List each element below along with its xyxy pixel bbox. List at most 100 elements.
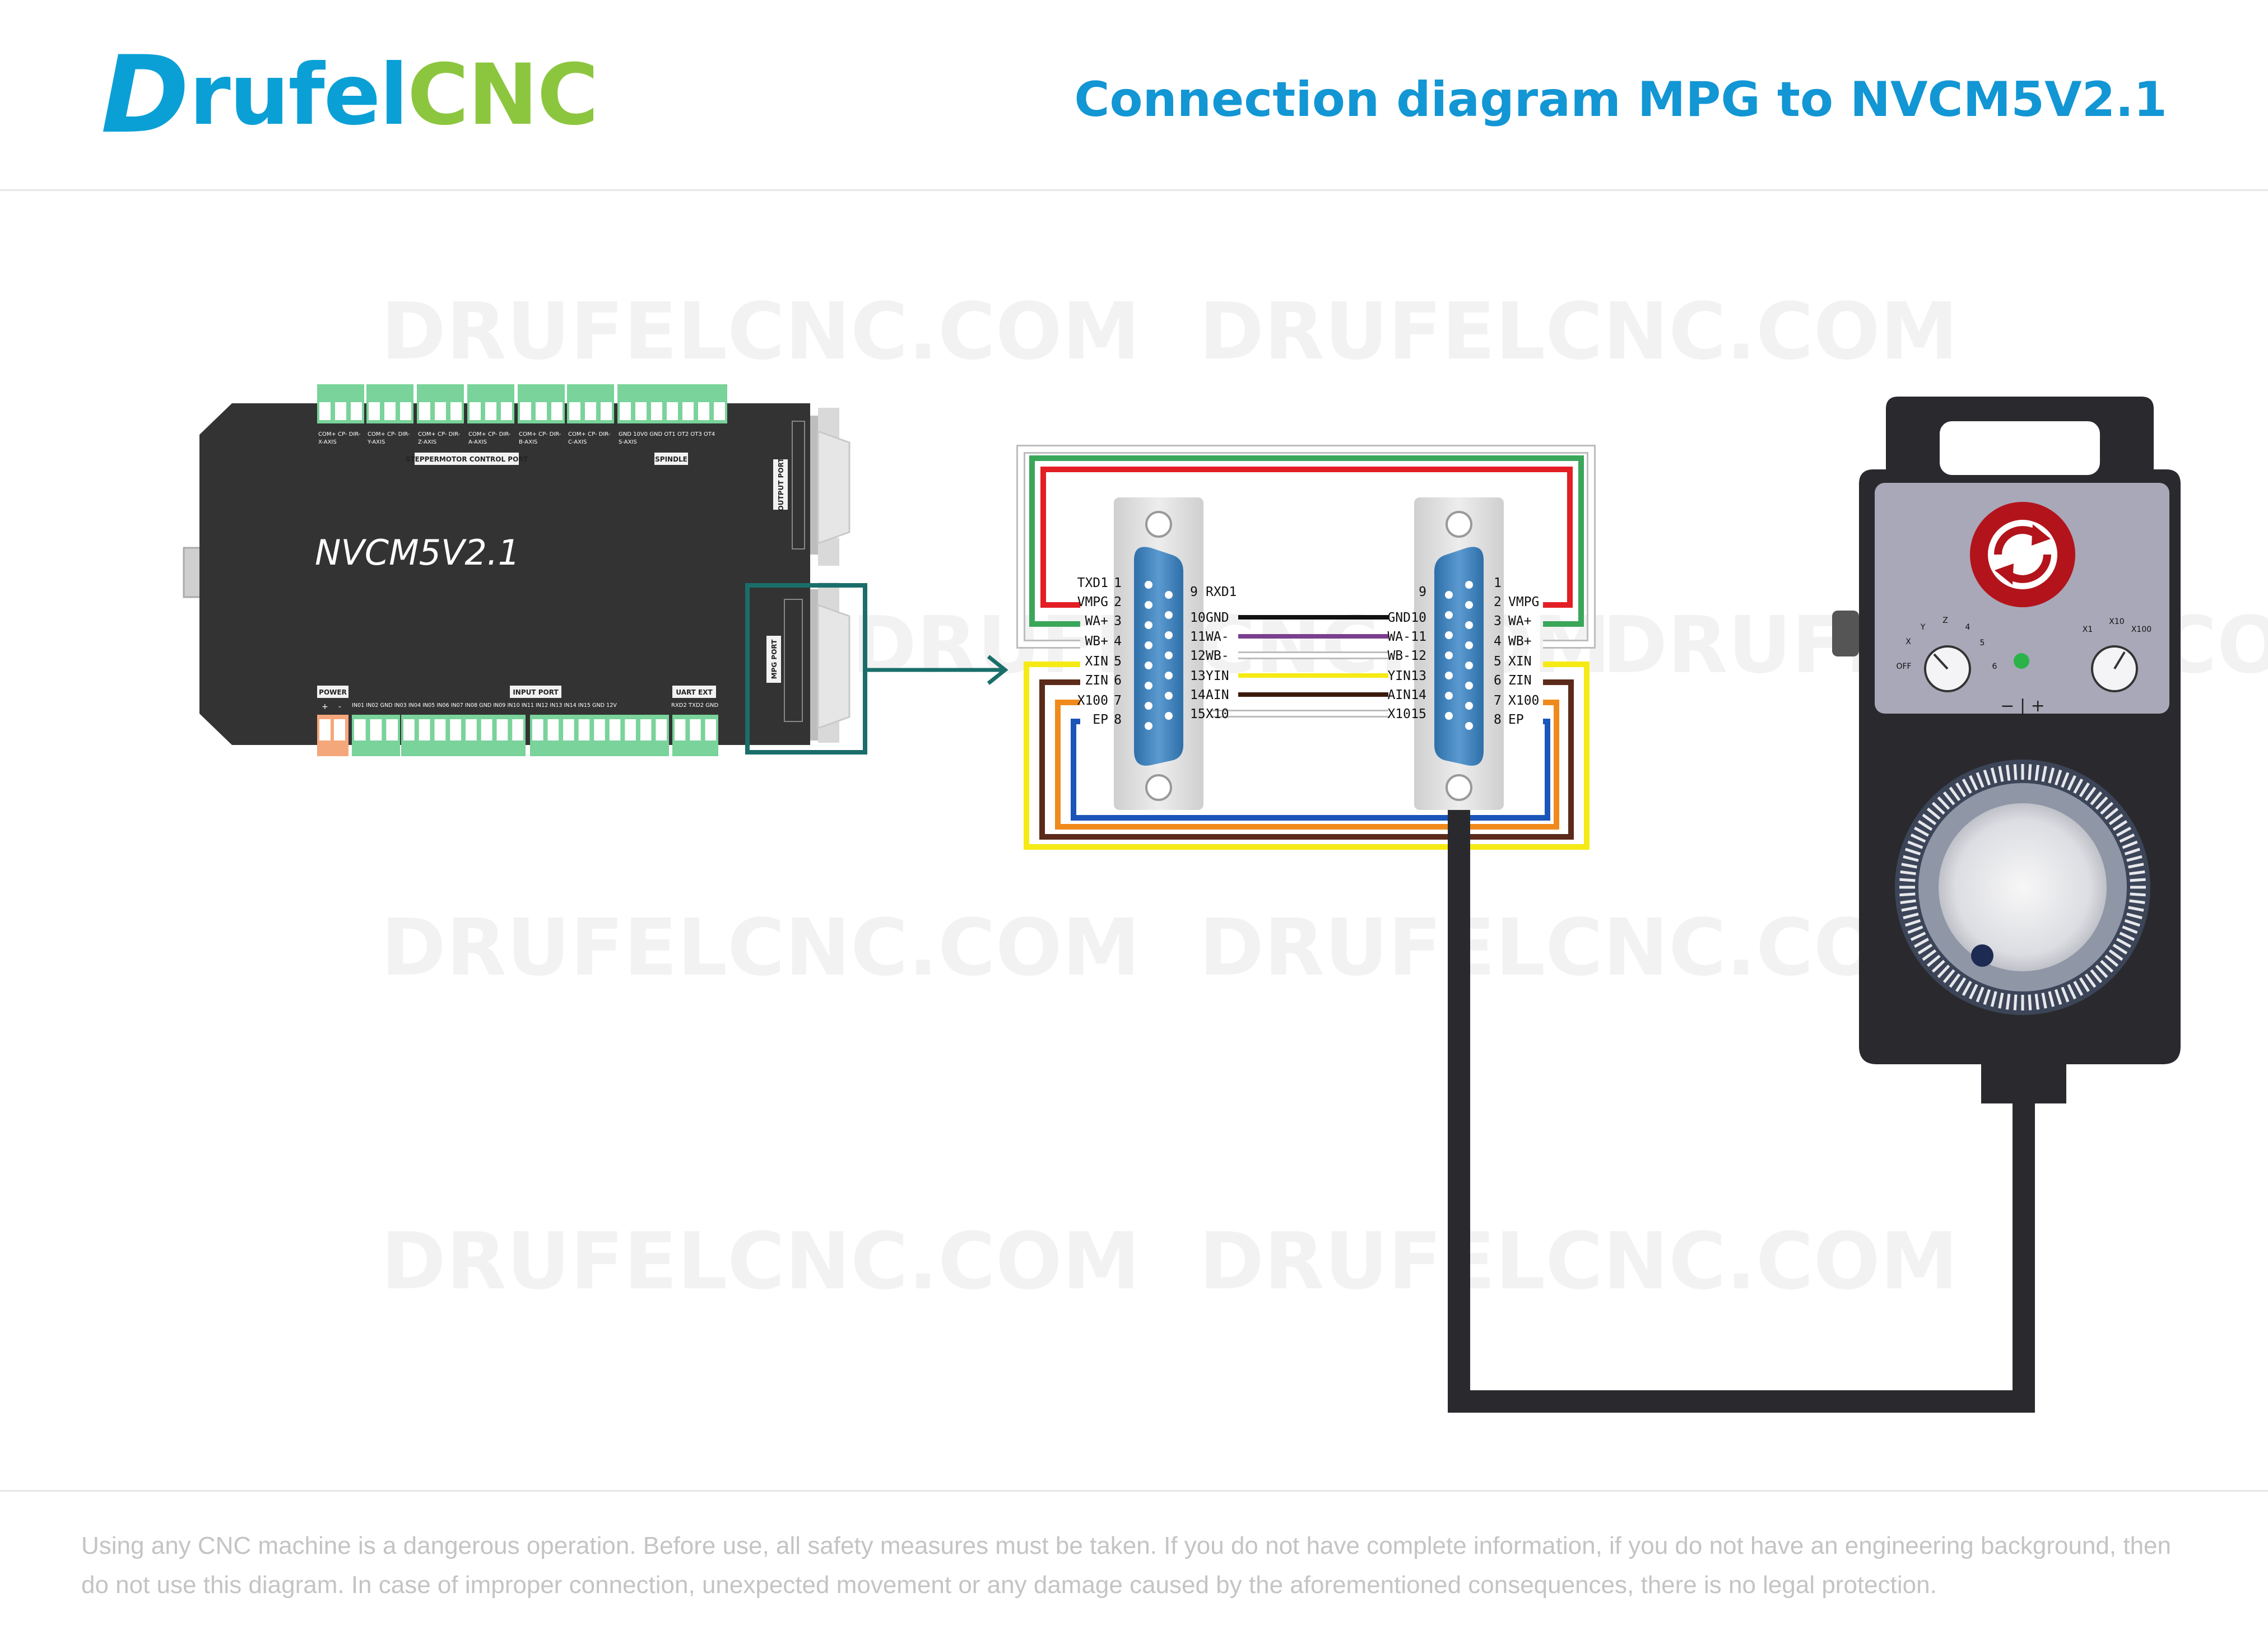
- terminal-screw-slot: [690, 719, 701, 741]
- axis-selector-label: 6: [1992, 662, 1997, 671]
- handwheel-tick: [2104, 954, 2119, 967]
- pin-name-label: ZIN: [1085, 673, 1108, 688]
- watermark-text: DRUFELCNC.COM: [1199, 1216, 1958, 1307]
- dsub-pin: [1465, 662, 1473, 669]
- pin-number-label: 9: [1190, 585, 1198, 599]
- handwheel-tick: [2048, 767, 2055, 784]
- handwheel-tick: [2034, 765, 2040, 781]
- wire-ep: [1071, 719, 1550, 821]
- terminal-screw-slot: [682, 402, 694, 420]
- handwheel-tick: [2119, 932, 2135, 941]
- handwheel-tick: [1922, 949, 1937, 961]
- handwheel-tick: [1900, 870, 1916, 875]
- step-selector-label: X100: [2131, 625, 2151, 634]
- estop-arrow-head: [2032, 524, 2051, 546]
- handwheel-tick: [2119, 833, 2135, 843]
- handwheel-tick: [2034, 994, 2040, 1010]
- handwheel-tick: [1926, 954, 1941, 967]
- handwheel-finger-dimple: [1971, 944, 1993, 967]
- dsub-pin: [1465, 702, 1473, 710]
- handwheel-tick: [2084, 786, 2097, 802]
- terminal-screw-slot: [386, 719, 398, 741]
- pin-number-label: 4: [1114, 634, 1122, 649]
- pin-number-label: 8: [1494, 712, 1502, 727]
- terminal-screw-slot: [569, 402, 580, 420]
- safety-warning: Using any CNC machine is a dangerous ope…: [81, 1532, 2171, 1599]
- dsub-pin: [1145, 601, 1152, 609]
- handwheel-tick: [1917, 820, 1933, 831]
- handwheel-tick: [1922, 813, 1937, 826]
- terminal-screw-slot: [435, 402, 446, 420]
- terminal-screw-slot: [675, 719, 686, 741]
- handwheel-tick: [2129, 870, 2145, 875]
- terminal-screw-slot: [547, 719, 559, 741]
- footer: Using any CNC machine is a dangerous ope…: [0, 1490, 2268, 1630]
- dsub-pin: [1465, 682, 1473, 690]
- pin-name-label: VMPG: [1077, 595, 1108, 609]
- output-port-dsub: [817, 430, 850, 545]
- dsub-pin: [1145, 581, 1152, 589]
- pin-name-label: XIN: [1508, 654, 1532, 669]
- terminal-screw-slot: [501, 402, 512, 420]
- handwheel-tick: [2061, 986, 2070, 1003]
- terminal-screw-slot: [466, 719, 477, 741]
- handwheel-tick: [2041, 766, 2047, 782]
- dsub-pin: [1465, 581, 1473, 589]
- terminal-screw-slot: [705, 719, 716, 741]
- handwheel-tick: [2116, 938, 2131, 948]
- dsub-pin: [1165, 631, 1173, 639]
- terminal-screw-slot: [400, 402, 411, 420]
- terminal-screw-slot: [370, 719, 382, 741]
- right-dsub-pins: [1445, 581, 1473, 730]
- stepper-port-label-box: [415, 453, 519, 465]
- terminal-screw-slot: [625, 719, 636, 741]
- handwheel[interactable]: [1939, 803, 2107, 971]
- axis-pin-label: COM+ CP- DIR-: [418, 431, 461, 437]
- pin-number-label: 5: [1494, 654, 1502, 669]
- handwheel-tick: [1976, 772, 1984, 788]
- handwheel-tick: [1907, 840, 1923, 849]
- handwheel-tick: [2128, 906, 2144, 912]
- terminal-screw-slot: [450, 402, 462, 420]
- handwheel-tick: [1914, 826, 1929, 837]
- pin-name-label: WB+: [1508, 634, 1532, 649]
- watermark-text: DRUFELCNC.COM: [1199, 902, 1958, 994]
- terminal-screw-slot: [384, 402, 396, 420]
- watermark-text: DRUFELCNC.COM: [381, 1216, 1140, 1307]
- handwheel-tick: [2013, 764, 2018, 780]
- pin-number-label: 15: [1411, 707, 1426, 721]
- terminal-screw-slot: [536, 402, 547, 420]
- pin-name-label: WB-: [1206, 649, 1229, 663]
- step-selector-pointer: [2113, 651, 2126, 670]
- pin-number-label: 7: [1494, 693, 1502, 708]
- axis-selector-label: 4: [1965, 623, 1970, 632]
- terminal-screw-slot: [594, 719, 605, 741]
- pin-name-label: YIN: [1206, 669, 1229, 683]
- pendant-side-button[interactable]: [1832, 611, 1859, 656]
- handwheel-tick: [1937, 796, 1950, 810]
- terminal-screw-slot: [496, 719, 508, 741]
- pin-number-label: 13: [1190, 669, 1206, 683]
- handwheel-tick: [2126, 912, 2142, 920]
- pin-name-label: XIN: [1085, 654, 1108, 669]
- dsub-pin: [1445, 611, 1453, 619]
- terminal-screw-slot: [470, 402, 481, 420]
- handwheel-tick: [2028, 994, 2032, 1010]
- handwheel-tick: [1949, 973, 1961, 988]
- dsub-pin: [1145, 722, 1152, 730]
- terminal-screw-slot: [651, 402, 662, 420]
- terminal-screw-slot: [335, 402, 346, 420]
- output-port-bracket: [810, 416, 818, 555]
- terminal-screw-slot: [403, 719, 415, 741]
- pin-number-label: 5: [1114, 654, 1122, 669]
- dsub-pin: [1445, 692, 1453, 700]
- axis-name-label: B-AXIS: [519, 439, 537, 445]
- pin-name-label: WB-: [1387, 649, 1411, 663]
- handwheel-tick: [1962, 779, 1972, 794]
- dsub-pin: [1445, 712, 1453, 720]
- input-terminal-blocks: [317, 715, 718, 756]
- handwheel-tick: [1949, 786, 1961, 802]
